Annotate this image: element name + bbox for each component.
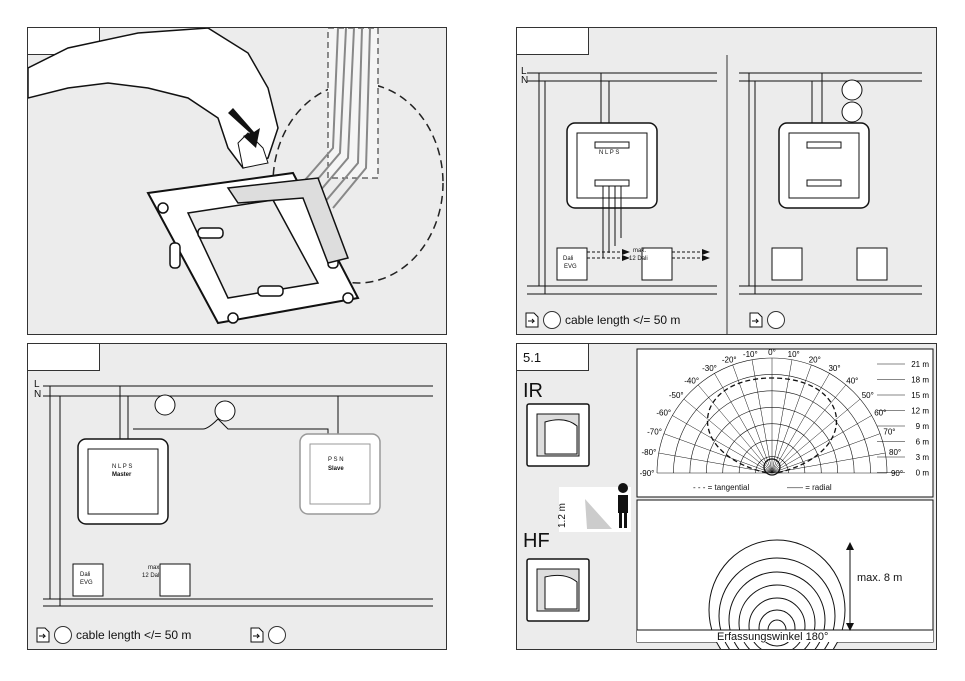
angle-label: -60° xyxy=(656,409,671,418)
polar-spoke xyxy=(771,384,847,474)
angle-label: 50° xyxy=(862,391,874,400)
dali-label: Dali xyxy=(563,256,574,262)
angle-label: -20° xyxy=(722,355,737,364)
panel-tab xyxy=(28,344,100,371)
angle-label: -30° xyxy=(702,364,717,373)
N-label: N xyxy=(521,75,529,86)
polar-spoke xyxy=(714,373,773,474)
angle-label: -10° xyxy=(743,350,758,359)
polar-spoke xyxy=(697,384,773,474)
marker-circle xyxy=(543,311,561,329)
master-label: Master xyxy=(112,472,132,478)
marker-circle xyxy=(767,311,785,329)
angle-label: 30° xyxy=(828,364,840,373)
evg-label: EVG xyxy=(80,580,93,586)
angle-label: -50° xyxy=(669,391,684,400)
master-terminal-label: N L P S xyxy=(112,464,133,470)
distance-label: 12 m xyxy=(911,407,929,416)
angle-label: -90° xyxy=(640,469,655,478)
dali-label: Dali xyxy=(80,572,91,578)
slave-label: Slave xyxy=(328,466,344,472)
switch-note xyxy=(749,311,789,329)
L-label: L xyxy=(521,66,527,77)
terminal-label: N L P S xyxy=(599,150,620,156)
polar-spoke xyxy=(771,433,881,474)
wiring-diagram xyxy=(527,55,922,334)
note-icon xyxy=(250,627,264,643)
marker-circle xyxy=(268,626,286,644)
N-label: N xyxy=(34,389,42,400)
polar-spoke xyxy=(672,415,773,474)
panel-tab: 5.1 xyxy=(517,344,589,371)
max-label: max. xyxy=(633,248,647,254)
second-note xyxy=(250,626,290,644)
hf-range-chart xyxy=(637,539,933,649)
distance-label: 18 m xyxy=(911,376,929,385)
polar-spoke xyxy=(771,452,886,474)
polar-spoke xyxy=(658,452,773,474)
angle-label: 70° xyxy=(883,428,895,437)
tangential-curve xyxy=(706,377,838,474)
distance-label: 3 m xyxy=(916,453,930,462)
distance-label: 0 m xyxy=(916,469,930,478)
distance-label: 21 m xyxy=(911,360,929,369)
cable-note-text: cable length </= 50 m xyxy=(565,313,681,327)
master-slave-panel: L N N L P S Master P S N Slave Dali EVG … xyxy=(27,343,447,650)
polar-chart: -10° -20° -30°-40°-50° -60° -70° -80° -90° 0° 10… xyxy=(640,348,930,478)
legend-tangential: - - - = tangential xyxy=(693,483,750,492)
angle-label: 40° xyxy=(846,376,858,385)
cable-note-text: cable length </= 50 m xyxy=(76,628,192,642)
angle-label: -80° xyxy=(642,448,657,457)
note-icon xyxy=(36,627,50,643)
detector-illustrations xyxy=(526,348,934,643)
ir-label: IR xyxy=(523,380,543,402)
cable-note: cable length </= 50 m xyxy=(525,311,680,329)
detection-panel: 5.1 IR HF 1.2 m -10°-20°-30°-40°-50°-60°… xyxy=(516,343,937,650)
polar-spoke xyxy=(663,433,773,474)
angle-label: -40° xyxy=(684,376,699,385)
polar-spoke xyxy=(771,415,872,474)
distance-label: 6 m xyxy=(916,438,930,447)
master-slave-diagram xyxy=(43,385,433,607)
polar-spoke xyxy=(771,373,830,474)
angle-label: 0° xyxy=(768,348,776,357)
max-label: max. xyxy=(148,565,162,571)
angle-label: 80° xyxy=(889,448,901,457)
installation-panel xyxy=(27,27,447,335)
marker-circle xyxy=(54,626,72,644)
hf-label: HF xyxy=(523,530,550,552)
angle-label: -70° xyxy=(647,428,662,437)
angle-label: 20° xyxy=(809,355,821,364)
cable-note: cable length </= 50 m xyxy=(36,626,191,644)
legend-radial: —— = radial xyxy=(787,483,832,492)
max-units-label: 12 Dali xyxy=(142,573,161,579)
note-icon xyxy=(749,312,763,328)
panel-tab xyxy=(517,28,589,55)
distance-label: 15 m xyxy=(911,391,929,400)
angle-label: 10° xyxy=(788,350,800,359)
max-units-label: 12 Dali xyxy=(629,256,648,262)
angle-label: 90° xyxy=(891,469,903,478)
note-icon xyxy=(525,312,539,328)
distance-label: 9 m xyxy=(916,422,930,431)
L-label: L xyxy=(34,379,40,390)
radial-curve xyxy=(763,458,781,476)
polar-spoke xyxy=(683,398,773,474)
angle-label: 60° xyxy=(874,409,886,418)
installation-illustration xyxy=(28,28,444,325)
hf-range-label: max. 8 m xyxy=(857,572,903,584)
polar-spoke xyxy=(771,398,861,474)
hf-caption: Erfassungswinkel 180° xyxy=(717,631,829,643)
wiring-panel: L N N L P S Dali EVG max. 12 Dali cable … xyxy=(516,27,937,335)
evg-label: EVG xyxy=(564,264,577,270)
slave-terminal-label: P S N xyxy=(328,457,344,463)
